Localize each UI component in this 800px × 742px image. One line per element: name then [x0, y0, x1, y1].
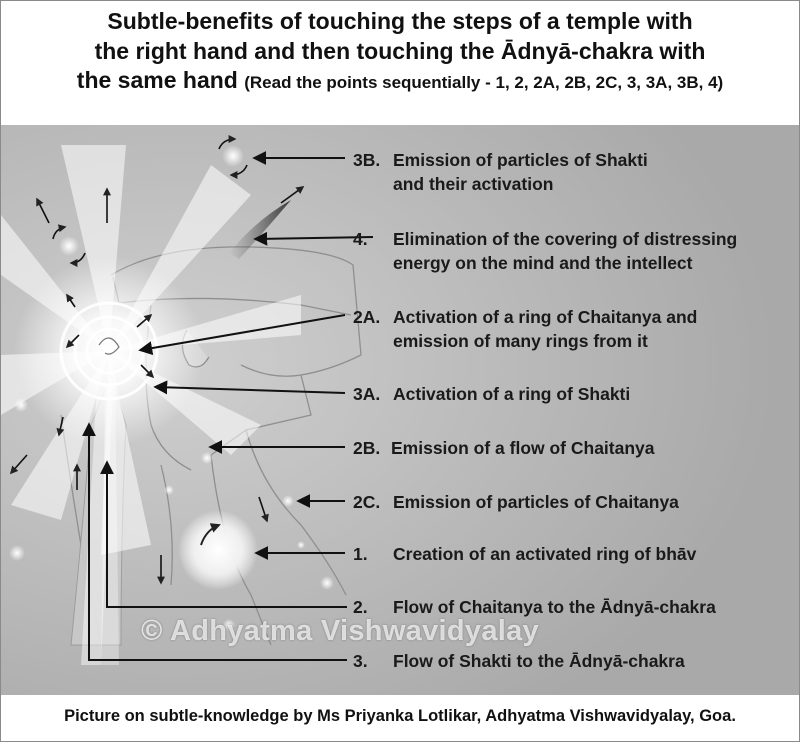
swirl-arrows	[52, 135, 248, 267]
label-2c: 2C.Emission of particles of Chaitanya	[353, 492, 679, 512]
bhav-orb	[178, 510, 258, 590]
footer-credit: Picture on subtle-knowledge by Ms Priyan…	[64, 707, 736, 725]
label-2: 2.Flow of Chaitanya to the Ādnyā-chakra	[353, 597, 716, 617]
arrow-2a	[138, 314, 346, 356]
label-1: 1.Creation of an activated ring of bhāv	[353, 544, 697, 564]
title-line-2: the right hand and then touching the Ādn…	[94, 37, 706, 64]
particles	[9, 145, 334, 631]
illustration-svg	[1, 125, 799, 695]
copyright-watermark: © Adhyatma Vishwavidyalay	[141, 615, 539, 647]
leader-arrows	[82, 151, 374, 661]
diagram-title: Subtle-benefits of touching the steps of…	[1, 7, 799, 98]
label-3a: 3A.Activation of a ring of Shakti	[353, 384, 631, 404]
label-2a: 2A.Activation of a ring of Chaitanya and…	[353, 307, 698, 351]
title-line-1: Subtle-benefits of touching the steps of…	[107, 8, 693, 34]
label-4: 4.Elimination of the covering of distres…	[353, 229, 738, 273]
title-line-3: the same hand	[76, 67, 238, 93]
title-subtitle: (Read the points sequentially - 1, 2, 2A…	[244, 73, 724, 92]
arrow-4	[253, 231, 374, 246]
label-2b: 2B.Emission of a flow of Chaitanya	[353, 438, 655, 458]
arrow-3a	[153, 380, 346, 395]
label-3: 3.Flow of Shakti to the Ādnyā-chakra	[353, 651, 685, 671]
arrow-2	[100, 460, 347, 608]
distress-streak	[229, 200, 291, 259]
radiating-arrows	[9, 186, 305, 585]
arrow-3	[82, 422, 347, 661]
